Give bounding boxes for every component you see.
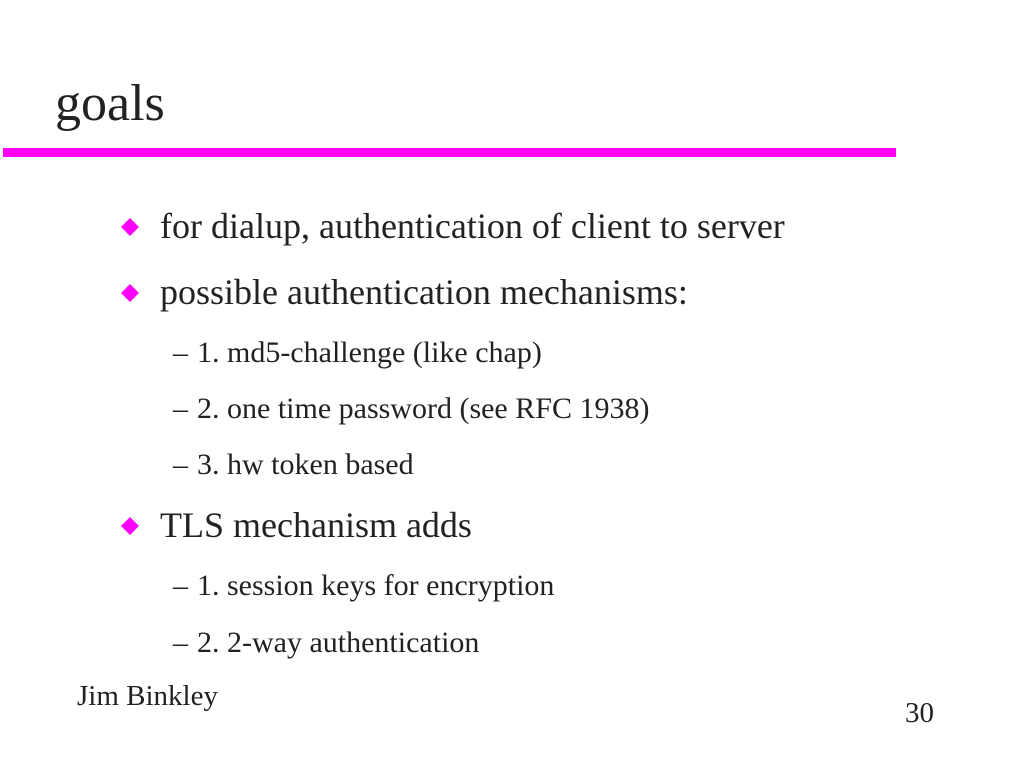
- bullet-item-1: for dialup, authentication of client to …: [121, 206, 785, 246]
- bullet-item-3: TLS mechanism adds: [121, 505, 472, 545]
- dash-marker: –: [173, 392, 188, 425]
- page-number: 30: [905, 697, 934, 729]
- sub-item-text: 1. session keys for encryption: [197, 569, 555, 602]
- dash-marker: –: [173, 336, 188, 369]
- diamond-bullet-icon: [121, 517, 139, 535]
- bullet-item-text: possible authentication mechanisms:: [160, 272, 688, 312]
- sub-item-text: 2. 2-way authentication: [197, 626, 480, 659]
- sub-item-5: –2. 2-way authentication: [173, 626, 479, 660]
- bullet-item-2: possible authentication mechanisms:: [121, 272, 688, 312]
- sub-item-text: 1. md5-challenge (like chap): [197, 336, 542, 369]
- footer-author: Jim Binkley: [77, 680, 218, 712]
- title-underline: [3, 148, 896, 157]
- sub-item-text: 3. hw token based: [197, 448, 414, 481]
- diamond-bullet-icon: [121, 218, 139, 236]
- sub-item-text: 2. one time password (see RFC 1938): [197, 392, 650, 425]
- sub-item-2: –2. one time password (see RFC 1938): [173, 392, 649, 426]
- slide-title: goals: [55, 75, 165, 132]
- dash-marker: –: [173, 448, 188, 481]
- bullet-item-text: for dialup, authentication of client to …: [160, 206, 785, 246]
- dash-marker: –: [173, 626, 188, 659]
- sub-item-3: –3. hw token based: [173, 448, 414, 482]
- bullet-item-text: TLS mechanism adds: [160, 505, 472, 545]
- sub-item-4: –1. session keys for encryption: [173, 569, 554, 603]
- dash-marker: –: [173, 569, 188, 602]
- diamond-bullet-icon: [121, 284, 139, 302]
- sub-item-1: –1. md5-challenge (like chap): [173, 336, 542, 370]
